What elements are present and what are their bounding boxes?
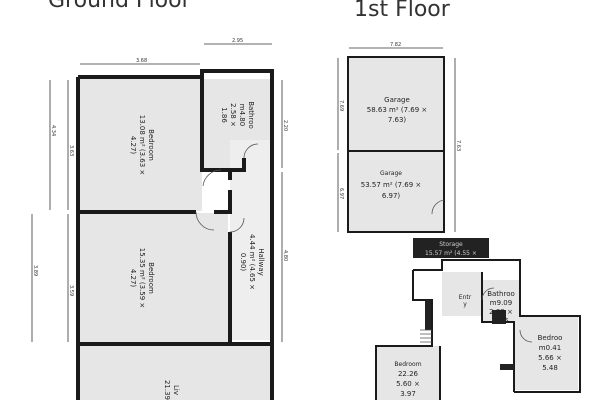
bedroom-right-label: Bedroo m0.41 5.66 × 5.48	[538, 334, 563, 372]
room-dims-2: 5.48	[542, 364, 558, 372]
dim-left-4: 3.59	[68, 285, 74, 296]
dim-top-2: 2.95	[232, 38, 243, 44]
door-garage	[431, 199, 445, 215]
ground-outer-wall-top-right	[78, 69, 274, 400]
room-name: Bathroo	[247, 101, 255, 129]
room-name: Entr	[459, 294, 472, 301]
bathroom-ground-label: Bathroo m4.80 2.58 × 1.86	[220, 101, 255, 129]
dim-first-left-2: 6.97	[338, 188, 344, 199]
room-name: Bedroom	[394, 361, 421, 368]
room-area: 15.35 m² (3.59 ×	[138, 248, 146, 309]
dim-top-1: 3.68	[136, 58, 147, 64]
room-name: Hallway	[257, 248, 265, 276]
room-area: m9.09	[490, 299, 512, 307]
bedroom-mid-area	[80, 213, 228, 343]
room-name: Bedroo	[538, 334, 563, 342]
bathroom-wall	[200, 77, 246, 172]
dim-first-top: 7.82	[390, 42, 401, 48]
entry-label: Entr y	[459, 294, 472, 308]
door-bathroom	[243, 143, 259, 159]
ground-floor: 3.68 2.95 4.34 3.63 3.89 3.59 2.20 4.80 …	[31, 38, 288, 400]
room-area: 21.39	[163, 380, 171, 400]
room-dims: 5.66 ×	[538, 354, 562, 362]
room-dims: 2.58 ×	[229, 103, 237, 127]
room-dims: 4.27)	[129, 136, 137, 155]
first-lower-wall-left	[375, 270, 433, 400]
hallway-area	[230, 140, 272, 340]
room-area: y	[463, 301, 467, 308]
room-area: 4.44 m² (4.65 ×	[248, 234, 256, 290]
first-floor-title: 1st Floor	[354, 0, 451, 22]
door-bedroom-right	[519, 329, 533, 343]
garage-bottom-area	[349, 152, 443, 232]
room-area: 58.63 m² (7.69 ×	[367, 106, 428, 114]
ground-floor-title: Ground Floor	[48, 0, 192, 13]
room-dims: 5.60 ×	[396, 380, 420, 388]
hallway-label: Hallway 4.44 m² (4.65 × 0.90)	[239, 234, 265, 290]
door-hall	[229, 217, 245, 233]
bedroom-bottom-label: Bedroom 22.26 5.60 × 3.97	[394, 361, 421, 398]
room-name: Liv	[172, 385, 180, 395]
room-area: m4.80	[238, 104, 246, 126]
dim-first-left-1: 7.69	[338, 100, 344, 111]
room-area: m0.41	[539, 344, 561, 352]
door-bedroom-mid	[195, 211, 215, 231]
room-dims: 2.88 ×	[489, 308, 513, 316]
room-dims: 6.97)	[382, 192, 401, 200]
room-dims-2: 3.15	[493, 317, 509, 325]
room-area: 53.57 m² (7.69 ×	[361, 181, 422, 189]
dim-first-right: 7.63	[455, 140, 461, 151]
bedroom-divider-wall-2	[214, 190, 232, 214]
room-area: 13.08 m² (3.63 ×	[138, 115, 146, 176]
garage-bottom-label: Garage 53.57 m² (7.69 × 6.97)	[361, 170, 422, 200]
room-dims: 0.90)	[239, 253, 247, 272]
fixture-block	[492, 310, 506, 324]
bathroom-first-label: Bathroo m9.09 2.88 × 3.15	[487, 290, 515, 325]
entry-area	[442, 272, 482, 316]
dim-left-2: 3.63	[68, 145, 74, 156]
stairs	[420, 329, 432, 343]
bedroom-top-area	[80, 79, 202, 211]
room-name: Garage	[380, 170, 402, 177]
room-name: Garage	[384, 96, 410, 104]
living-area	[80, 345, 272, 400]
bedroom-mid-label: Bedroom 15.35 m² (3.59 × 4.27)	[129, 248, 155, 309]
living-label: Liv 21.39	[163, 380, 180, 400]
room-area: 15.57 m² (4.55 ×	[425, 250, 477, 257]
first-lower-wall-right	[413, 259, 581, 393]
garage-top-area	[349, 58, 443, 150]
room-name: Bathroo	[487, 290, 515, 298]
room-name: Storage	[439, 241, 463, 248]
bedroom-bottom-area	[376, 346, 440, 400]
room-name: Bedroom	[147, 262, 155, 294]
first-floor: 7.69 6.97 7.82 7.63 Garage 58.63 m² (7.6…	[337, 42, 581, 400]
storage-block	[413, 238, 489, 258]
garage-outer-wall	[347, 56, 445, 233]
dim-right-1: 2.20	[282, 120, 288, 131]
room-dims-2: 1.86	[220, 107, 228, 123]
garage-top-label: Garage 58.63 m² (7.69 × 7.63)	[367, 96, 428, 124]
bedroom-right-area	[514, 316, 578, 390]
dim-left-1: 4.34	[50, 125, 56, 136]
door-bedroom-top	[202, 169, 222, 187]
dim-right-2: 4.80	[282, 250, 288, 261]
room-dims: 4.27)	[129, 269, 137, 288]
room-dims-2: 3.97	[400, 390, 416, 398]
fixture-block-2	[500, 364, 514, 370]
wall-post	[425, 300, 431, 330]
storage-label: Storage 15.57 m² (4.55 ×	[425, 241, 477, 257]
dim-left-3: 3.89	[32, 265, 38, 276]
bedroom-top-label: Bedroom 13.08 m² (3.63 × 4.27)	[129, 115, 155, 176]
room-area: 22.26	[398, 370, 419, 378]
room-name: Bedroom	[147, 129, 155, 161]
room-dims: 7.63)	[388, 116, 407, 124]
door-bathroom-first	[481, 287, 495, 301]
